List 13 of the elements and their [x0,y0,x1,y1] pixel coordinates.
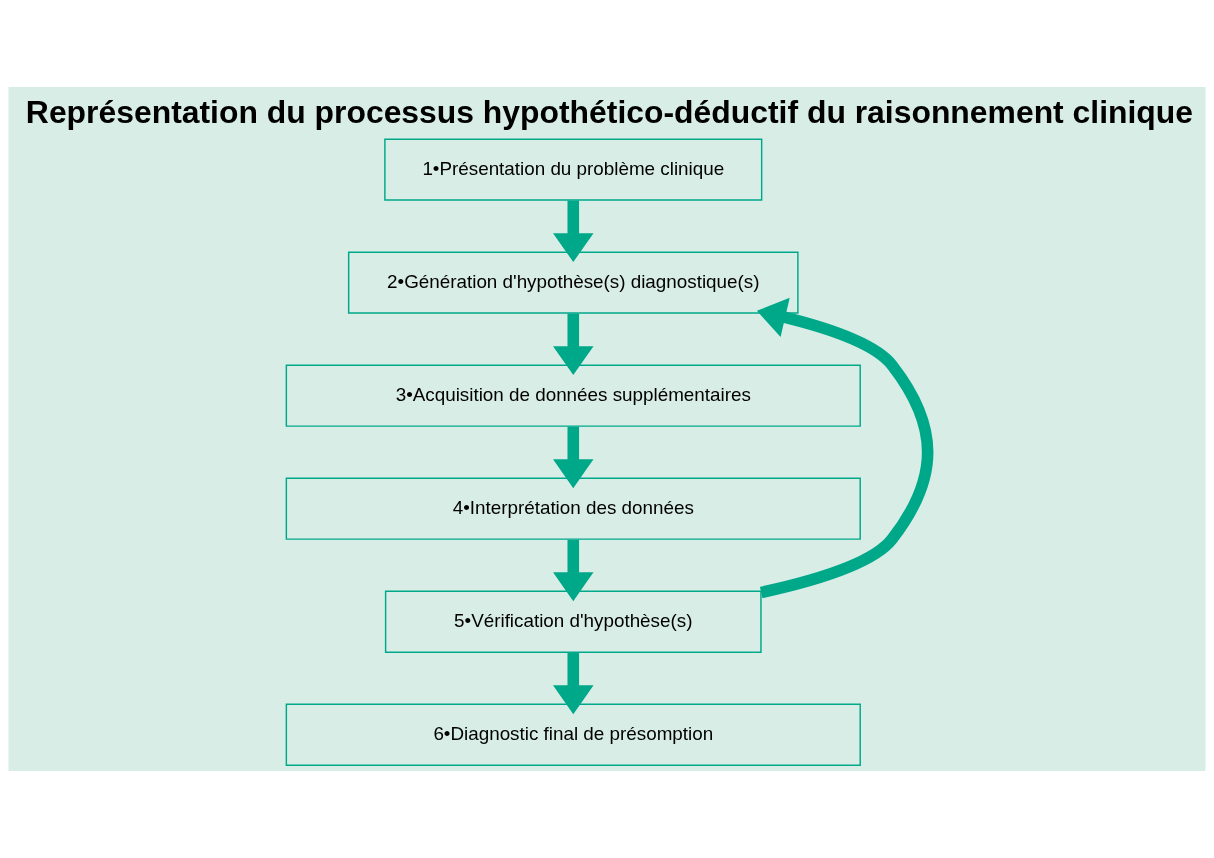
node-box: 5•Vérification d'hypothèse(s) [384,590,762,653]
node-box: 1•Présentation du problème clinique [384,138,763,201]
diagram-title: Représentation du processus hypothético-déductif du raisonnement clinique [25,93,1194,130]
arrow [553,200,594,263]
arrow [553,539,594,602]
node-box: 4•Interprétation des données [285,477,861,540]
arrow [553,426,594,489]
arrow [553,313,594,376]
node-box: 2•Génération d'hypothèse(s) diagnostique(s) [347,251,799,314]
arrow [756,297,934,599]
node-box: 6•Diagnostic final de présomption [285,703,861,766]
node-box: 3•Acquisition de données supplémentaires [285,364,861,427]
arrow [553,652,594,715]
